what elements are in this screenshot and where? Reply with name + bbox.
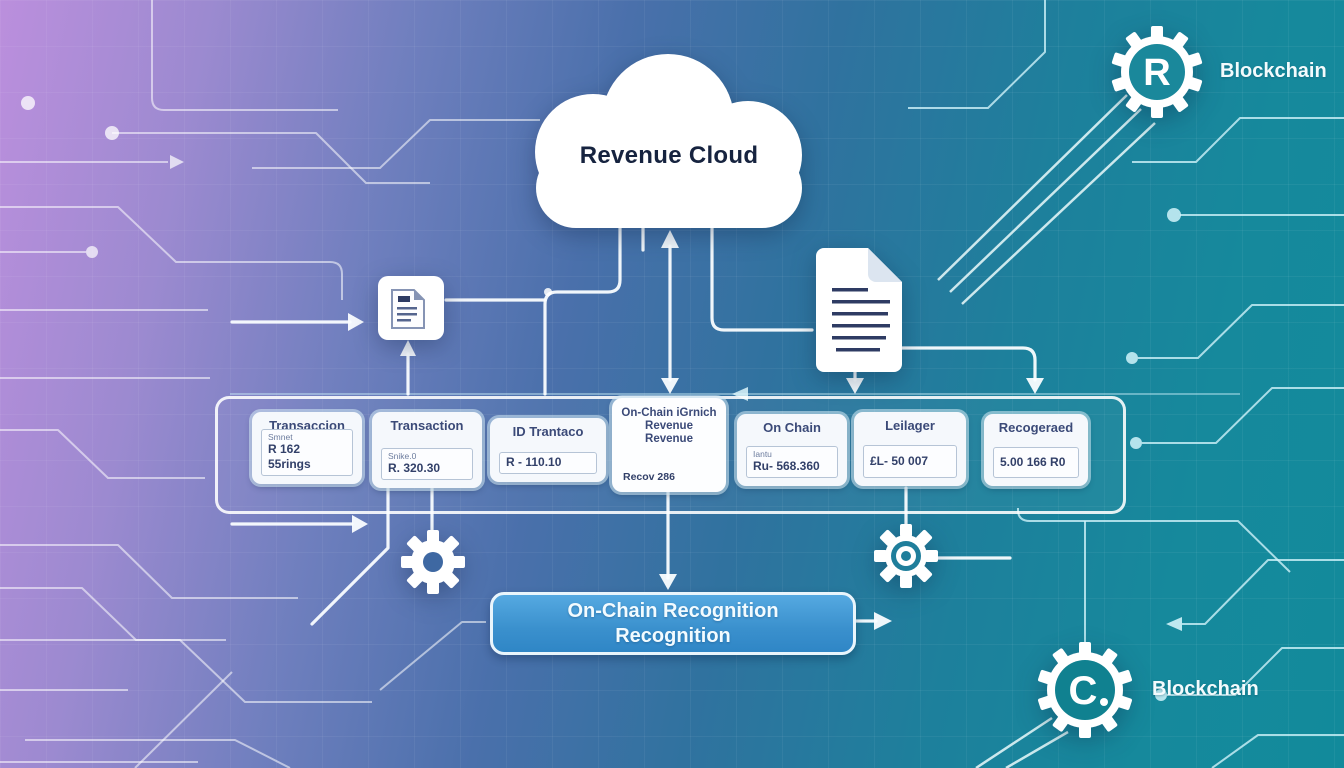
box-subtitle: Iantu <box>753 448 772 459</box>
cloud-icon <box>535 54 802 228</box>
flow-connectors <box>230 222 1037 626</box>
blockchain-gear-r-icon: R <box>1111 26 1203 118</box>
circuit-traces-right <box>908 0 1344 768</box>
blockchain-label-bottom: Blockchain <box>1152 678 1259 700</box>
box-title: Transaction <box>390 418 464 433</box>
box-title: Recogeraed <box>998 420 1074 435</box>
beam-lines <box>937 94 1156 768</box>
blockchain-label-top: Blockchain <box>1220 60 1327 82</box>
flow-box-onchain: On Chain Iantu Ru- 568.360 <box>737 414 847 486</box>
flow-box-ledger: Leilager £L- 50 007 <box>854 412 966 486</box>
gear-ring-icon <box>874 524 938 588</box>
box-value: R 162 55rings <box>268 442 311 471</box>
box-value-field: Snike.0 R. 320.30 <box>381 447 473 480</box>
blockchain-gear-c-icon: C <box>1038 642 1132 738</box>
banner-line2: Recognition <box>615 624 731 647</box>
box-subtitle: Smnet <box>268 431 293 442</box>
flow-box-id-transaction: ID Trantaco R - 110.10 <box>490 418 606 482</box>
box-title: ID Trantaco <box>512 424 584 439</box>
box-title: On-Chain iGrnich <box>621 407 717 419</box>
flow-box-transaction-2: Transaction Snike.0 R. 320.30 <box>372 412 482 488</box>
circuit-node-dots <box>21 96 1181 701</box>
cloud-title: Revenue Cloud <box>579 142 759 169</box>
box-value: £L- 50 007 <box>870 454 929 468</box>
box-value-field: £L- 50 007 <box>863 445 957 478</box>
box-value-field: R - 110.10 <box>499 452 597 474</box>
box-value: Recov 286 <box>623 471 675 483</box>
box-value: 5.00 166 R0 <box>1000 455 1066 469</box>
box-title: On Chain <box>763 420 821 435</box>
box-subtitle: Snike.0 <box>388 450 417 461</box>
box-value-field: 5.00 166 R0 <box>993 447 1079 478</box>
box-title-line3: Revenue <box>645 433 693 446</box>
document-icon-large <box>816 248 902 372</box>
gear-letter-r: R <box>1143 52 1170 94</box>
onchain-recognition-banner: On-Chain Recognition Recognition <box>490 592 856 655</box>
circuit-traces-left <box>0 0 540 768</box>
box-value: R - 110.10 <box>506 455 562 469</box>
box-title: Leilager <box>885 418 935 433</box>
flow-box-onchain-revenue: On-Chain iGrnich Revenue Revenue Recov 2… <box>612 398 726 492</box>
box-value: R. 320.30 <box>388 461 441 475</box>
flow-box-recognized: Recogeraed 5.00 166 R0 <box>984 414 1088 486</box>
document-icon-small <box>378 276 444 340</box>
box-value-field: Smnet R 162 55rings <box>261 428 353 476</box>
box-title-line2: Revenue <box>645 419 693 432</box>
box-value: Ru- 568.360 <box>753 459 820 473</box>
gear-solid-icon <box>401 530 465 594</box>
box-value-field: Iantu Ru- 568.360 <box>746 445 838 478</box>
flow-box-transaction-1: Transaccion Smnet R 162 55rings <box>252 412 362 484</box>
gear-letter-c: C <box>1069 669 1098 713</box>
banner-line1: On-Chain Recognition <box>567 599 779 622</box>
